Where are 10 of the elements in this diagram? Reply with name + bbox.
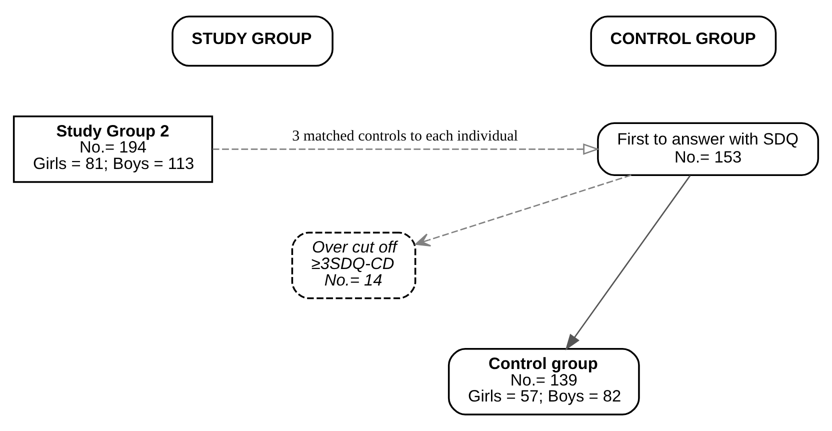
node-box: Over cut off ≥3SDQ-CD No.= 14 (291, 232, 416, 300)
arrow (565, 175, 691, 350)
node-box: Study Group 2 No.= 194 Girls = 81; Boys = 113 (12, 115, 214, 183)
node-box: CONTROL GROUP (590, 16, 777, 67)
arrow (212, 143, 600, 155)
node-box: Control group No.= 139 Girls = 57; Boys = 82 (448, 348, 640, 416)
node-box: First to answer with SDQ No.= 153 (597, 122, 820, 176)
node-box: STUDY GROUP (172, 16, 334, 67)
edge-label: 3 matched controls to each individual (292, 128, 518, 145)
arrow (415, 174, 632, 247)
